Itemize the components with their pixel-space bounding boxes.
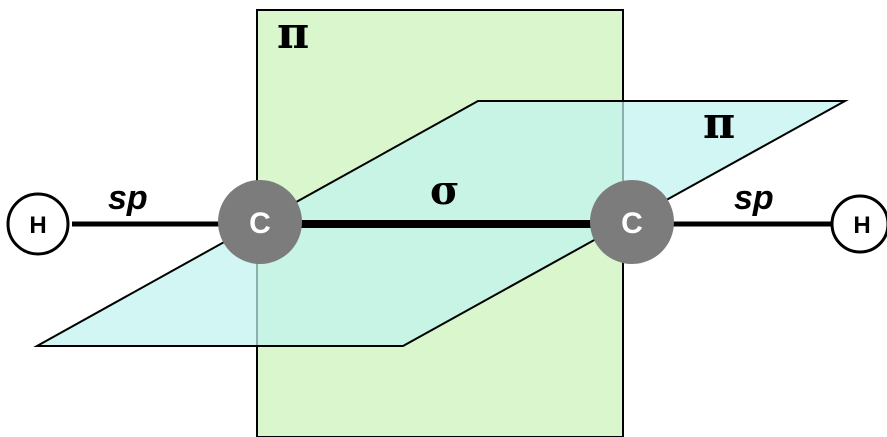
carbon-left-symbol: C: [249, 207, 271, 240]
sp-label-right: sp: [734, 179, 774, 217]
hydrogen-left-symbol: H: [29, 212, 46, 239]
carbon-atom-left: C: [218, 180, 302, 264]
carbon-atom-right: C: [590, 180, 674, 264]
hydrogen-atom-right: H: [830, 194, 887, 254]
sp-label-left: sp: [108, 179, 148, 217]
hydrogen-atom-left: H: [6, 192, 70, 256]
sigma-label: σ: [430, 167, 460, 214]
pi-label-horizontal-plane: π: [703, 98, 735, 149]
carbon-right-symbol: C: [621, 207, 643, 240]
pi-label-vertical-plane: π: [277, 8, 309, 59]
hydrogen-right-symbol: H: [853, 212, 870, 239]
